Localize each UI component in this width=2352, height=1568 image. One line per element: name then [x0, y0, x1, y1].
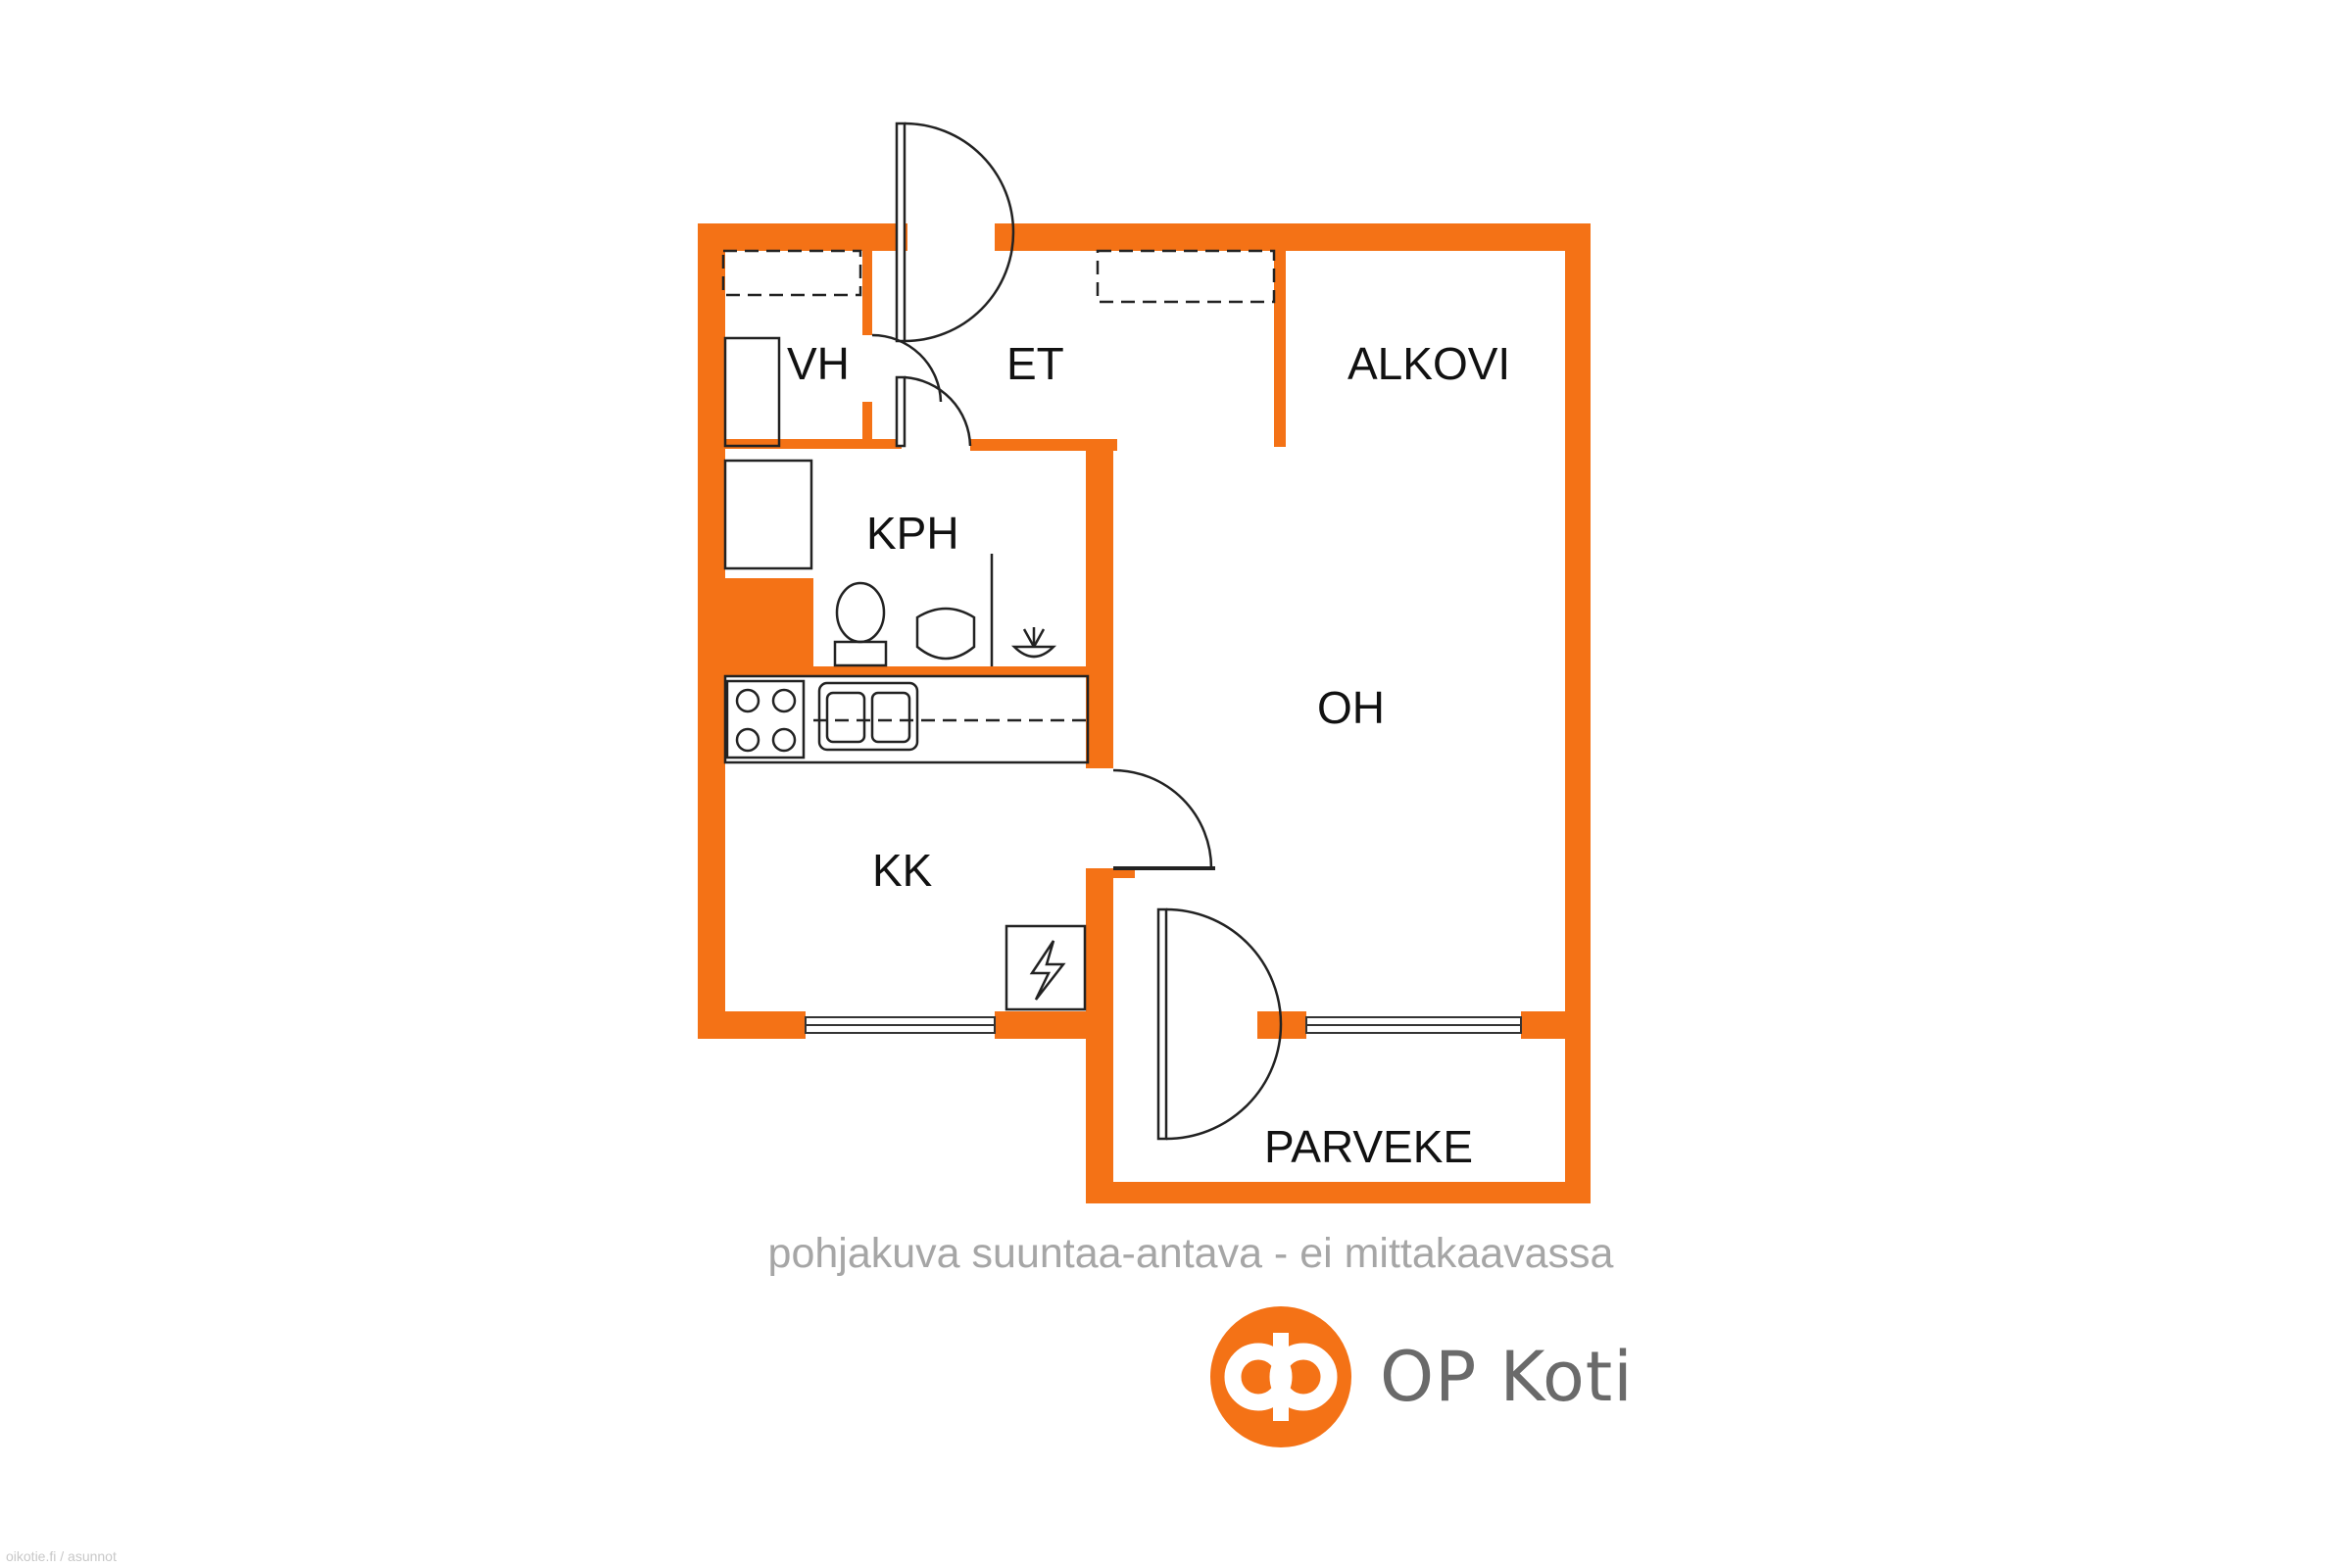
room-label-kph: KPH [866, 508, 959, 559]
stove-icon [725, 679, 806, 760]
vh-cabinet [723, 336, 781, 448]
lightning-icon [1029, 940, 1066, 1001]
shower-spray [1022, 628, 1036, 648]
wall-bottom-mid [995, 1011, 1102, 1039]
door-swing-icon [1112, 768, 1213, 869]
disclaimer-caption: pohjakuva suuntaa-antava - ei mittakaava… [767, 1230, 1614, 1277]
electric-panel-icon [1004, 924, 1087, 1011]
door-swing-icon [1165, 907, 1283, 1141]
kph-bottom-wall [725, 666, 1113, 676]
toilet-tank [833, 640, 888, 667]
kitchen-counter [723, 674, 1090, 764]
wall-top-left [698, 223, 907, 251]
wall-right [1565, 223, 1591, 1203]
toilet-icon [835, 581, 886, 644]
sink-bowl [825, 691, 866, 744]
stove-burner [735, 727, 760, 753]
vh-right-wall-lower [862, 402, 872, 449]
washbasin-icon [915, 607, 976, 661]
windows [805, 1016, 1522, 1034]
op-logo-icon [1210, 1306, 1351, 1447]
sink-icon [817, 681, 919, 752]
parveke-left-wall [1086, 868, 1113, 1201]
kph-washer [723, 459, 813, 570]
room-label-kk: KK [872, 845, 933, 896]
wardrobe-vh [721, 249, 862, 297]
shower-spray [1032, 628, 1046, 648]
balcony-door-leaf [1156, 907, 1168, 1141]
sink-bowl [870, 691, 911, 744]
brand-logo: OP Koti [1207, 1303, 1634, 1450]
wardrobe-et [1096, 249, 1276, 304]
door-stop [1086, 868, 1135, 878]
fixtures [721, 122, 1283, 1141]
door-swing-icon [904, 122, 1015, 343]
room-label-oh: OH [1317, 682, 1385, 733]
brand-name: OP Koti [1380, 1337, 1634, 1417]
stove-burner [771, 688, 797, 713]
parveke-bottom-wall [1086, 1182, 1591, 1203]
stove-burner [771, 727, 797, 753]
vh-bottom-wall [725, 439, 902, 449]
vh-top [725, 247, 862, 251]
wall-left [698, 223, 725, 1039]
kph-top-wall [970, 439, 1117, 451]
room-label-vh: VH [787, 338, 850, 389]
room-labels: VH ET ALKOVI KPH OH KK PARVEKE [787, 338, 1510, 1172]
wall-bottom-left [698, 1011, 806, 1039]
shaft [725, 578, 813, 676]
room-label-parveke: PARVEKE [1264, 1121, 1473, 1172]
room-label-alkovi: ALKOVI [1348, 338, 1510, 389]
kph-right-wall [1086, 439, 1113, 768]
room-label-et: ET [1006, 338, 1064, 389]
vh-right-wall-upper [862, 247, 872, 335]
source-watermark: oikotie.fi / asunnot [6, 1548, 117, 1564]
stove-burner [735, 688, 760, 713]
entrance-door-leaf [895, 122, 906, 343]
wall-bottom-right [1521, 1011, 1591, 1039]
wall-top-right [995, 223, 1591, 251]
door-swing-icon [871, 333, 943, 403]
vh-door-leaf [895, 375, 906, 448]
shower-icon [1010, 645, 1057, 659]
walls [698, 223, 1591, 1203]
door-swing-icon [904, 375, 972, 447]
alkovi-wall [1274, 251, 1286, 447]
